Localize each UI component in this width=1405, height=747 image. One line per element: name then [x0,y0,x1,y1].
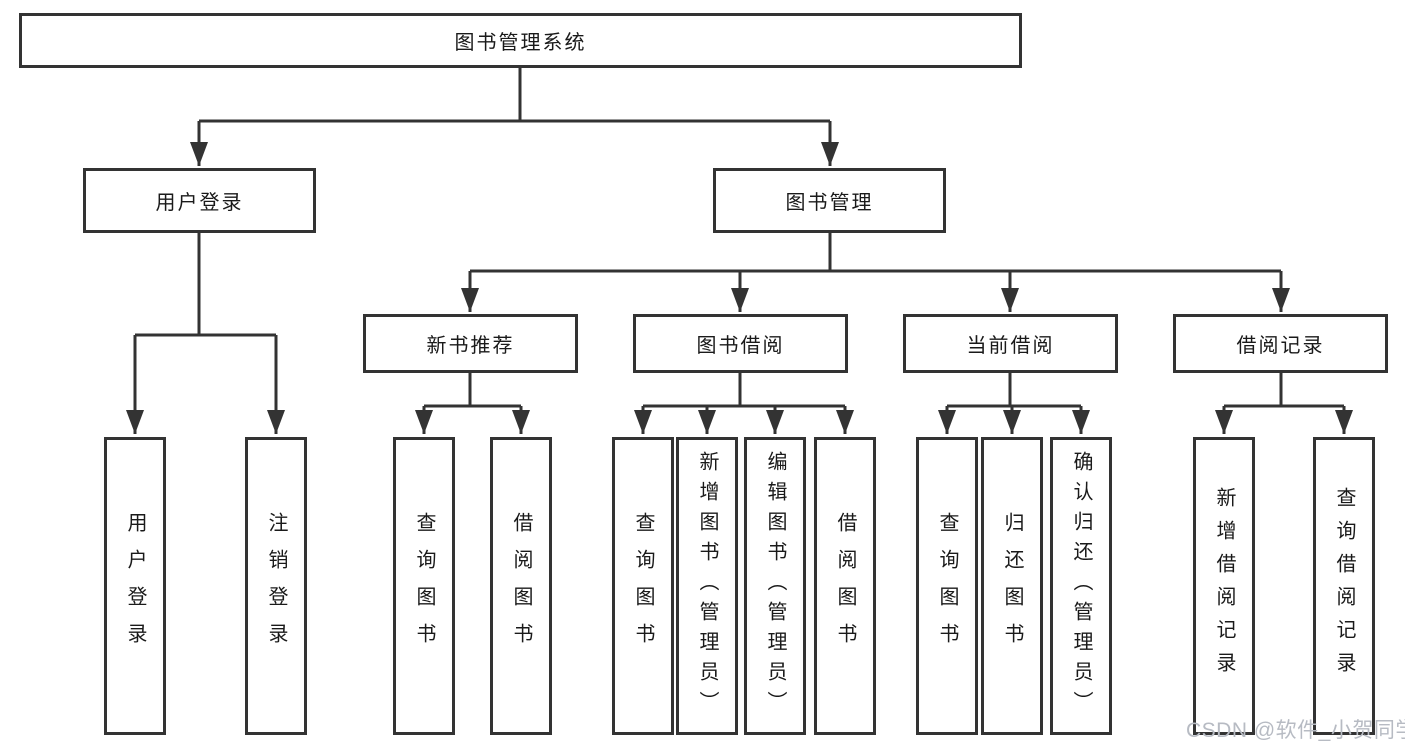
leaf-borrow-books: 借阅图书 [490,437,552,735]
node-label: 新书推荐 [426,335,515,357]
node-label: 用户登录 [155,192,244,214]
node-label: 图书借阅 [696,335,785,357]
leaf-borrow-books: 借阅图书 [814,437,876,735]
node-library-management-system: 图书管理系统 [19,13,1022,68]
leaf-user-login: 用户登录 [104,437,166,735]
node-label: 新增图书（管理员） [696,451,718,721]
node-label: 图书管理系统 [454,32,587,54]
node-label: 编辑图书（管理员） [764,451,786,721]
node-label: 借阅记录 [1236,335,1325,357]
node-label: 图书管理 [785,192,874,214]
node-label: 确认归还（管理员） [1070,451,1092,721]
node-label: 查询图书 [632,512,654,660]
node-label: 归还图书 [1001,512,1023,660]
leaf-query-borrow-record: 查询借阅记录 [1313,437,1375,735]
node-label: 用户登录 [124,512,146,660]
node-label: 注销登录 [265,512,287,660]
leaf-confirm-return-admin: 确认归还（管理员） [1050,437,1112,735]
node-borrowing-records: 借阅记录 [1173,314,1388,373]
node-user-login: 用户登录 [83,168,316,233]
node-label: 查询图书 [936,512,958,660]
leaf-query-books: 查询图书 [612,437,674,735]
leaf-edit-books-admin: 编辑图书（管理员） [744,437,806,735]
node-label: 借阅图书 [834,512,856,660]
node-label: 查询借阅记录 [1333,487,1355,685]
leaf-return-books: 归还图书 [981,437,1043,735]
node-book-borrowing: 图书借阅 [633,314,848,373]
node-label: 当前借阅 [966,335,1055,357]
node-new-book-recommendation: 新书推荐 [363,314,578,373]
csdn-watermark: CSDN @软件_小贺同学 [1186,719,1405,742]
node-label: 新增借阅记录 [1213,487,1235,685]
node-label: 查询图书 [413,512,435,660]
leaf-add-borrow-record: 新增借阅记录 [1193,437,1255,735]
node-current-borrowing: 当前借阅 [903,314,1118,373]
node-label: 借阅图书 [510,512,532,660]
leaf-add-books-admin: 新增图书（管理员） [676,437,738,735]
leaf-query-books: 查询图书 [393,437,455,735]
node-book-management: 图书管理 [713,168,946,233]
leaf-query-books: 查询图书 [916,437,978,735]
leaf-logout: 注销登录 [245,437,307,735]
